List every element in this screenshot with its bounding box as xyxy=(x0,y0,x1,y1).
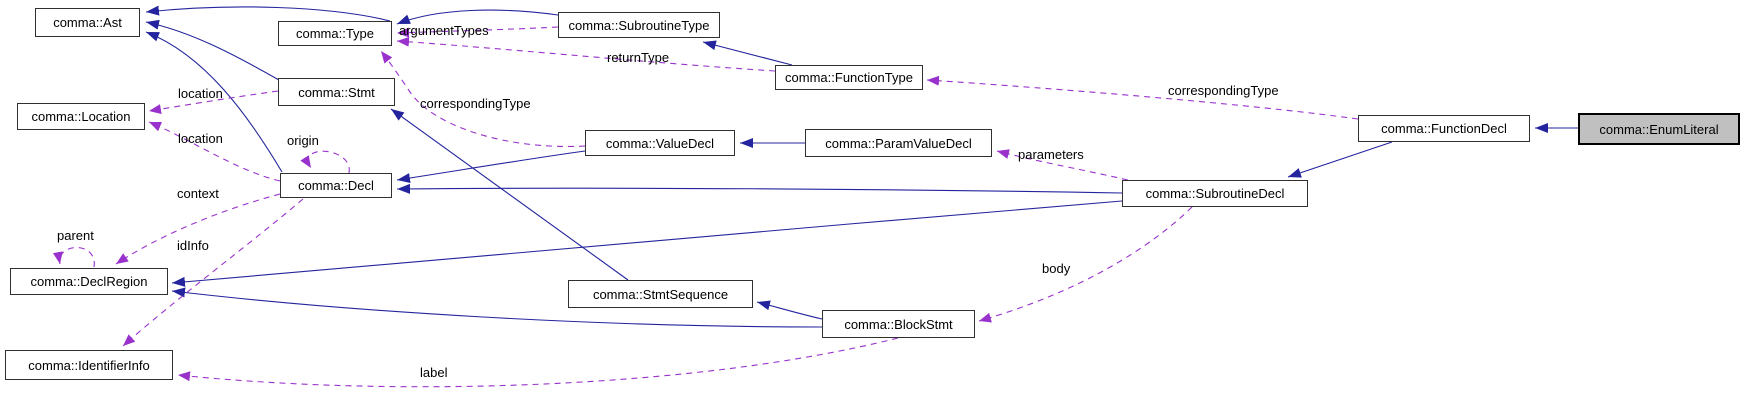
edge-body xyxy=(978,206,1193,323)
edge-parent-self-loop xyxy=(52,246,95,268)
node-comma-stmtsequence[interactable]: comma::StmtSequence xyxy=(568,280,753,308)
node-comma-declregion[interactable]: comma::DeclRegion xyxy=(10,268,168,295)
node-comma-stmt[interactable]: comma::Stmt xyxy=(278,78,395,106)
node-comma-paramvaluedecl[interactable]: comma::ParamValueDecl xyxy=(805,129,992,157)
edge-returntype xyxy=(396,36,776,72)
edge-correspondingtype-valuedecl-type xyxy=(380,50,586,148)
edge-subroutinetype-type xyxy=(396,9,559,25)
edge-stmt-ast xyxy=(145,19,280,81)
edge-functiondecl-subroutinedecl xyxy=(1287,141,1393,178)
edge-stmtsequence-stmt xyxy=(390,108,629,281)
edge-type-ast xyxy=(145,5,391,22)
edge-parameters xyxy=(996,149,1129,181)
node-comma-blockstmt[interactable]: comma::BlockStmt xyxy=(822,310,975,338)
edge-decl-ast xyxy=(145,31,283,173)
edge-functiontype-subroutinetype xyxy=(702,40,793,66)
node-comma-subroutinetype[interactable]: comma::SubroutineType xyxy=(558,12,720,38)
edge-context xyxy=(115,193,281,265)
edge-location-decl xyxy=(148,121,281,182)
edge-valuedecl-decl xyxy=(396,150,586,184)
edge-argumenttypes xyxy=(396,26,559,38)
edge-blockstmt-stmtsequence xyxy=(756,300,823,320)
node-comma-subroutinedecl[interactable]: comma::SubroutineDecl xyxy=(1122,180,1308,207)
node-comma-type[interactable]: comma::Type xyxy=(278,21,392,46)
node-comma-functiondecl[interactable]: comma::FunctionDecl xyxy=(1358,115,1530,142)
edge-origin-self-loop xyxy=(300,150,350,174)
node-comma-decl[interactable]: comma::Decl xyxy=(280,173,392,198)
node-comma-enumliteral[interactable]: comma::EnumLiteral xyxy=(1578,113,1740,145)
edge-subroutinedecl-decl xyxy=(396,183,1123,194)
edge-correspondingtype-functiondecl-functiontype xyxy=(926,75,1359,120)
node-comma-location[interactable]: comma::Location xyxy=(17,103,145,130)
edge-idinfo xyxy=(122,198,304,347)
edge-blockstmt-declregion xyxy=(171,287,823,328)
node-comma-functiontype[interactable]: comma::FunctionType xyxy=(775,65,923,90)
node-comma-ast[interactable]: comma::Ast xyxy=(35,8,140,37)
edge-label xyxy=(177,337,899,388)
node-comma-valuedecl[interactable]: comma::ValueDecl xyxy=(585,130,735,156)
node-comma-identifierinfo[interactable]: comma::IdentifierInfo xyxy=(5,350,173,380)
edge-location-stmt xyxy=(148,90,279,115)
edge-subroutinedecl-declregion xyxy=(171,200,1123,287)
